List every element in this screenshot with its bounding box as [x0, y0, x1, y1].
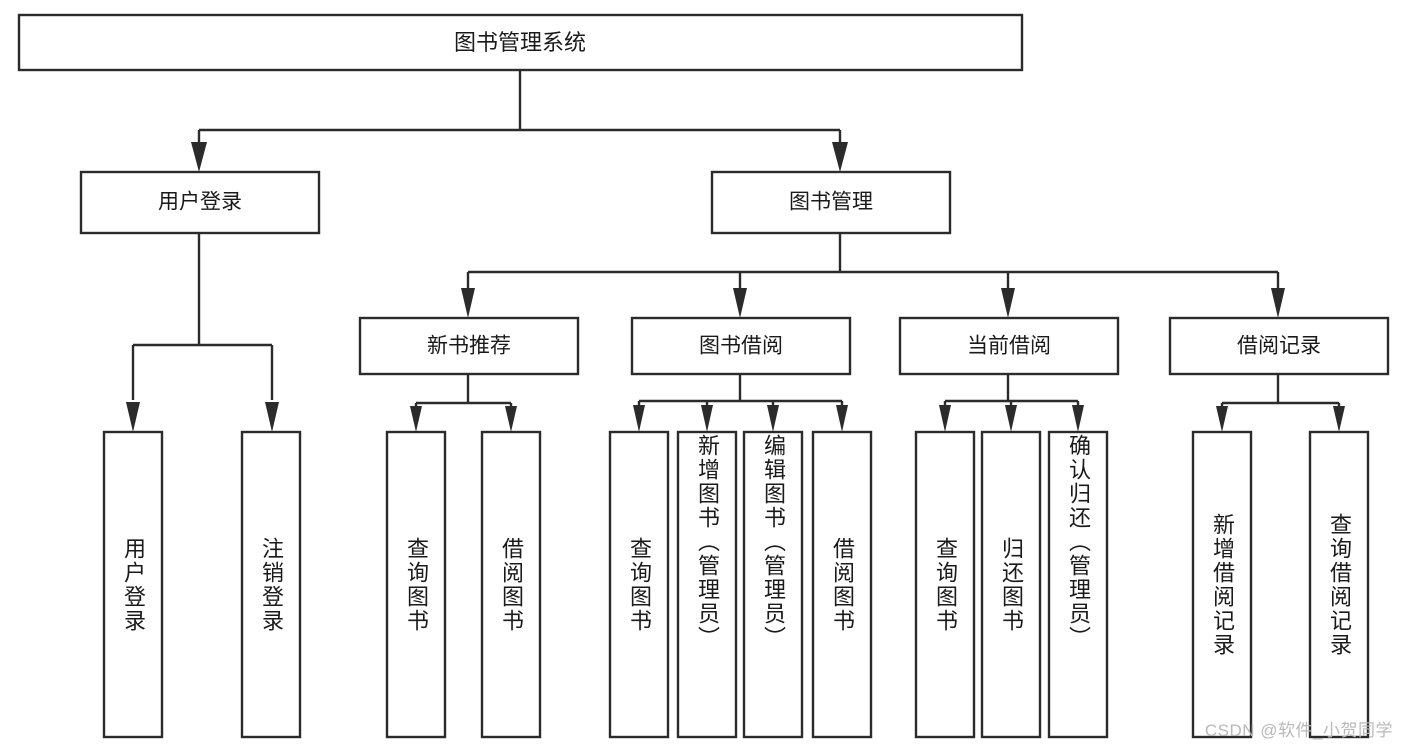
leaf-box-book-borrow-4[interactable] — [811, 430, 873, 739]
connector-group-user-login — [126, 233, 279, 432]
node-root-box[interactable] — [17, 13, 1024, 72]
arrow-head-book-mgmt — [832, 142, 848, 172]
node-current-borrow-label: 当前借阅 — [967, 335, 1051, 358]
leaf-group-current-borrow — [914, 430, 1109, 739]
leaf-box-borrow-records-2[interactable] — [1308, 430, 1370, 739]
leaf-group-new-book-recommend — [385, 430, 542, 739]
node-user-login-label: 用户登录 — [158, 191, 242, 214]
arrow-head-new-book — [461, 288, 475, 318]
arrow-head-book-borrow — [733, 288, 747, 318]
connector-group-borrow-records — [1216, 374, 1345, 432]
node-current-borrow[interactable]: 当前借阅 — [898, 316, 1120, 376]
node-book-mgmt-label: 图书管理 — [789, 191, 873, 214]
arrow-head-leaf-book-borrow-4 — [836, 405, 848, 432]
leaf-box-new-book-1[interactable] — [385, 430, 447, 739]
leaf-box-borrow-records-1[interactable] — [1191, 430, 1253, 739]
arrow-head-leaf-user-login-2 — [265, 402, 279, 432]
node-book-mgmt[interactable]: 图书管理 — [710, 170, 952, 235]
arrow-head-leaf-current-borrow-2 — [1005, 405, 1017, 432]
node-book-borrow[interactable]: 图书借阅 — [630, 316, 852, 376]
watermark-text: CSDN @软件_小贺同学 — [1204, 721, 1393, 740]
node-new-book-recommend[interactable]: 新书推荐 — [358, 316, 580, 376]
node-book-borrow-label: 图书借阅 — [699, 335, 783, 358]
arrow-head-leaf-current-borrow-1 — [939, 405, 951, 432]
node-root-label: 图书管理系统 — [454, 30, 586, 55]
leaf-group-book-borrow — [608, 430, 873, 739]
connector-group-book-borrow — [633, 374, 848, 432]
arrow-head-leaf-book-borrow-2 — [701, 405, 713, 432]
arrow-head-leaf-new-book-1 — [410, 406, 422, 432]
node-user-login[interactable]: 用户登录 — [79, 170, 321, 235]
node-new-book-recommend-label: 新书推荐 — [427, 335, 511, 358]
leaf-box-book-borrow-2[interactable] — [676, 430, 738, 739]
arrow-head-leaf-current-borrow-3 — [1072, 405, 1084, 432]
arrow-head-leaf-book-borrow-1 — [633, 405, 645, 432]
leaf-box-new-book-2[interactable] — [480, 430, 542, 739]
connector-group-current-borrow — [939, 374, 1084, 432]
leaf-box-book-borrow-1[interactable] — [608, 430, 670, 739]
node-borrow-records-box[interactable] — [1168, 316, 1390, 376]
arrow-head-user-login — [191, 142, 207, 172]
arrow-head-leaf-user-login-1 — [126, 402, 140, 432]
arrow-head-leaf-borrow-records-1 — [1216, 406, 1228, 432]
node-borrow-records[interactable]: 借阅记录 — [1168, 316, 1390, 376]
node-book-borrow-box[interactable] — [630, 316, 852, 376]
arrow-head-borrow-records — [1271, 288, 1285, 318]
leaf-box-book-borrow-3[interactable] — [742, 430, 804, 739]
leaf-box-current-borrow-1[interactable] — [914, 430, 976, 739]
leaf-box-user-login-1[interactable] — [102, 430, 164, 739]
leaf-box-current-borrow-3[interactable] — [1047, 430, 1109, 739]
node-new-book-recommend-box[interactable] — [358, 316, 580, 376]
arrow-head-leaf-book-borrow-3 — [767, 405, 779, 432]
connector-group-root — [191, 70, 848, 172]
node-root[interactable]: 图书管理系统 — [17, 13, 1024, 72]
node-book-mgmt-box[interactable] — [710, 170, 952, 235]
node-borrow-records-label: 借阅记录 — [1237, 335, 1321, 358]
arrow-head-current-borrow — [1001, 288, 1015, 318]
arrow-head-leaf-borrow-records-2 — [1333, 406, 1345, 432]
connector-group-book-mgmt — [461, 233, 1285, 318]
node-user-login-box[interactable] — [79, 170, 321, 235]
node-current-borrow-box[interactable] — [898, 316, 1120, 376]
leaf-box-current-borrow-2[interactable] — [980, 430, 1042, 739]
arrow-head-leaf-new-book-2 — [505, 406, 517, 432]
leaf-group-borrow-records — [1191, 430, 1370, 739]
connector-group-new-book — [410, 374, 517, 432]
leaf-group-user-login — [102, 430, 302, 739]
leaf-box-user-login-2[interactable] — [240, 430, 302, 739]
